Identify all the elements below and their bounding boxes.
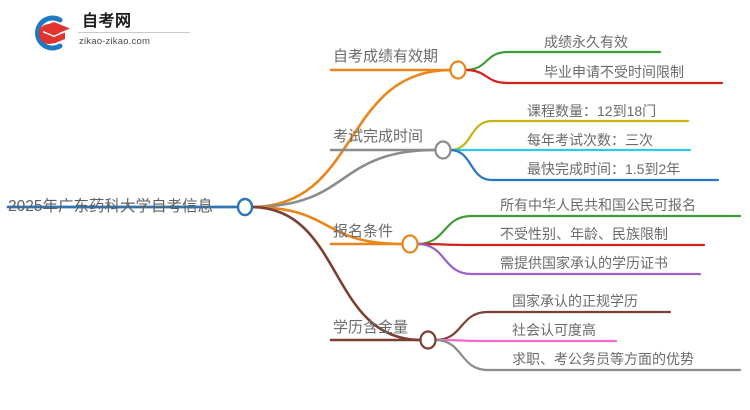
branch-label-2[interactable]: 报名条件 <box>333 223 394 240</box>
logo-title: 自考网 <box>78 12 190 33</box>
branch-node-1[interactable] <box>434 140 452 160</box>
leaf-node-1-1[interactable]: 每年考试次数：三次 <box>527 132 653 148</box>
leaf-connector-3-0 <box>433 310 490 342</box>
leaf-node-2-0[interactable]: 所有中华人民共和国公民可报名 <box>500 197 696 213</box>
branch-label-1[interactable]: 考试完成时间 <box>333 128 424 145</box>
leaf-connector-3-2 <box>433 338 490 372</box>
logo-subtitle: zikao-zikao.com <box>79 36 151 47</box>
leaf-node-2-1[interactable]: 不受性别、年龄、民族限制 <box>500 226 668 242</box>
leaf-node-3-2[interactable]: 求职、考公务员等方面的优势 <box>512 351 694 367</box>
branch-node-3[interactable] <box>419 330 437 350</box>
leaf-connector-1-0 <box>448 119 494 152</box>
leaf-node-1-2[interactable]: 最快完成时间：1.5到2年 <box>527 161 681 177</box>
branch-label-3[interactable]: 学历含金量 <box>333 319 409 336</box>
branch-connector-1 <box>249 148 438 209</box>
branch-node-2[interactable] <box>401 234 419 254</box>
leaf-node-0-1[interactable]: 毕业申请不受时间限制 <box>544 64 684 80</box>
leaf-node-3-1[interactable]: 社会认可度高 <box>512 322 596 338</box>
branch-label-0[interactable]: 自考成绩有效期 <box>333 48 439 65</box>
site-logo: 自考网 zikao-zikao.com <box>30 12 190 54</box>
root-label[interactable]: 2025年广东药科大学自考信息 <box>8 198 213 215</box>
branch-connector-2 <box>249 205 405 246</box>
leaf-connector-0-1 <box>463 68 510 85</box>
leaf-node-1-0[interactable]: 课程数量：12到18门 <box>527 103 657 119</box>
logo-text: 自考网 zikao-zikao.com <box>78 12 190 48</box>
leaf-node-0-0[interactable]: 成绩永久有效 <box>544 34 628 50</box>
zikao-logo-icon <box>35 15 70 51</box>
leaf-connector-2-0 <box>415 214 474 246</box>
branch-connector-3 <box>249 205 423 342</box>
branch-connector-0 <box>249 68 453 209</box>
leaf-connector-1-2 <box>448 148 494 182</box>
root-node[interactable] <box>236 197 254 217</box>
branch-node-0[interactable] <box>449 60 467 80</box>
leaf-node-2-2[interactable]: 需提供国家承认的学历证书 <box>500 255 668 271</box>
leaf-node-3-0[interactable]: 国家承认的正规学历 <box>512 293 638 309</box>
leaf-connector-0-0 <box>463 50 510 72</box>
leaf-connector-2-2 <box>415 242 474 276</box>
